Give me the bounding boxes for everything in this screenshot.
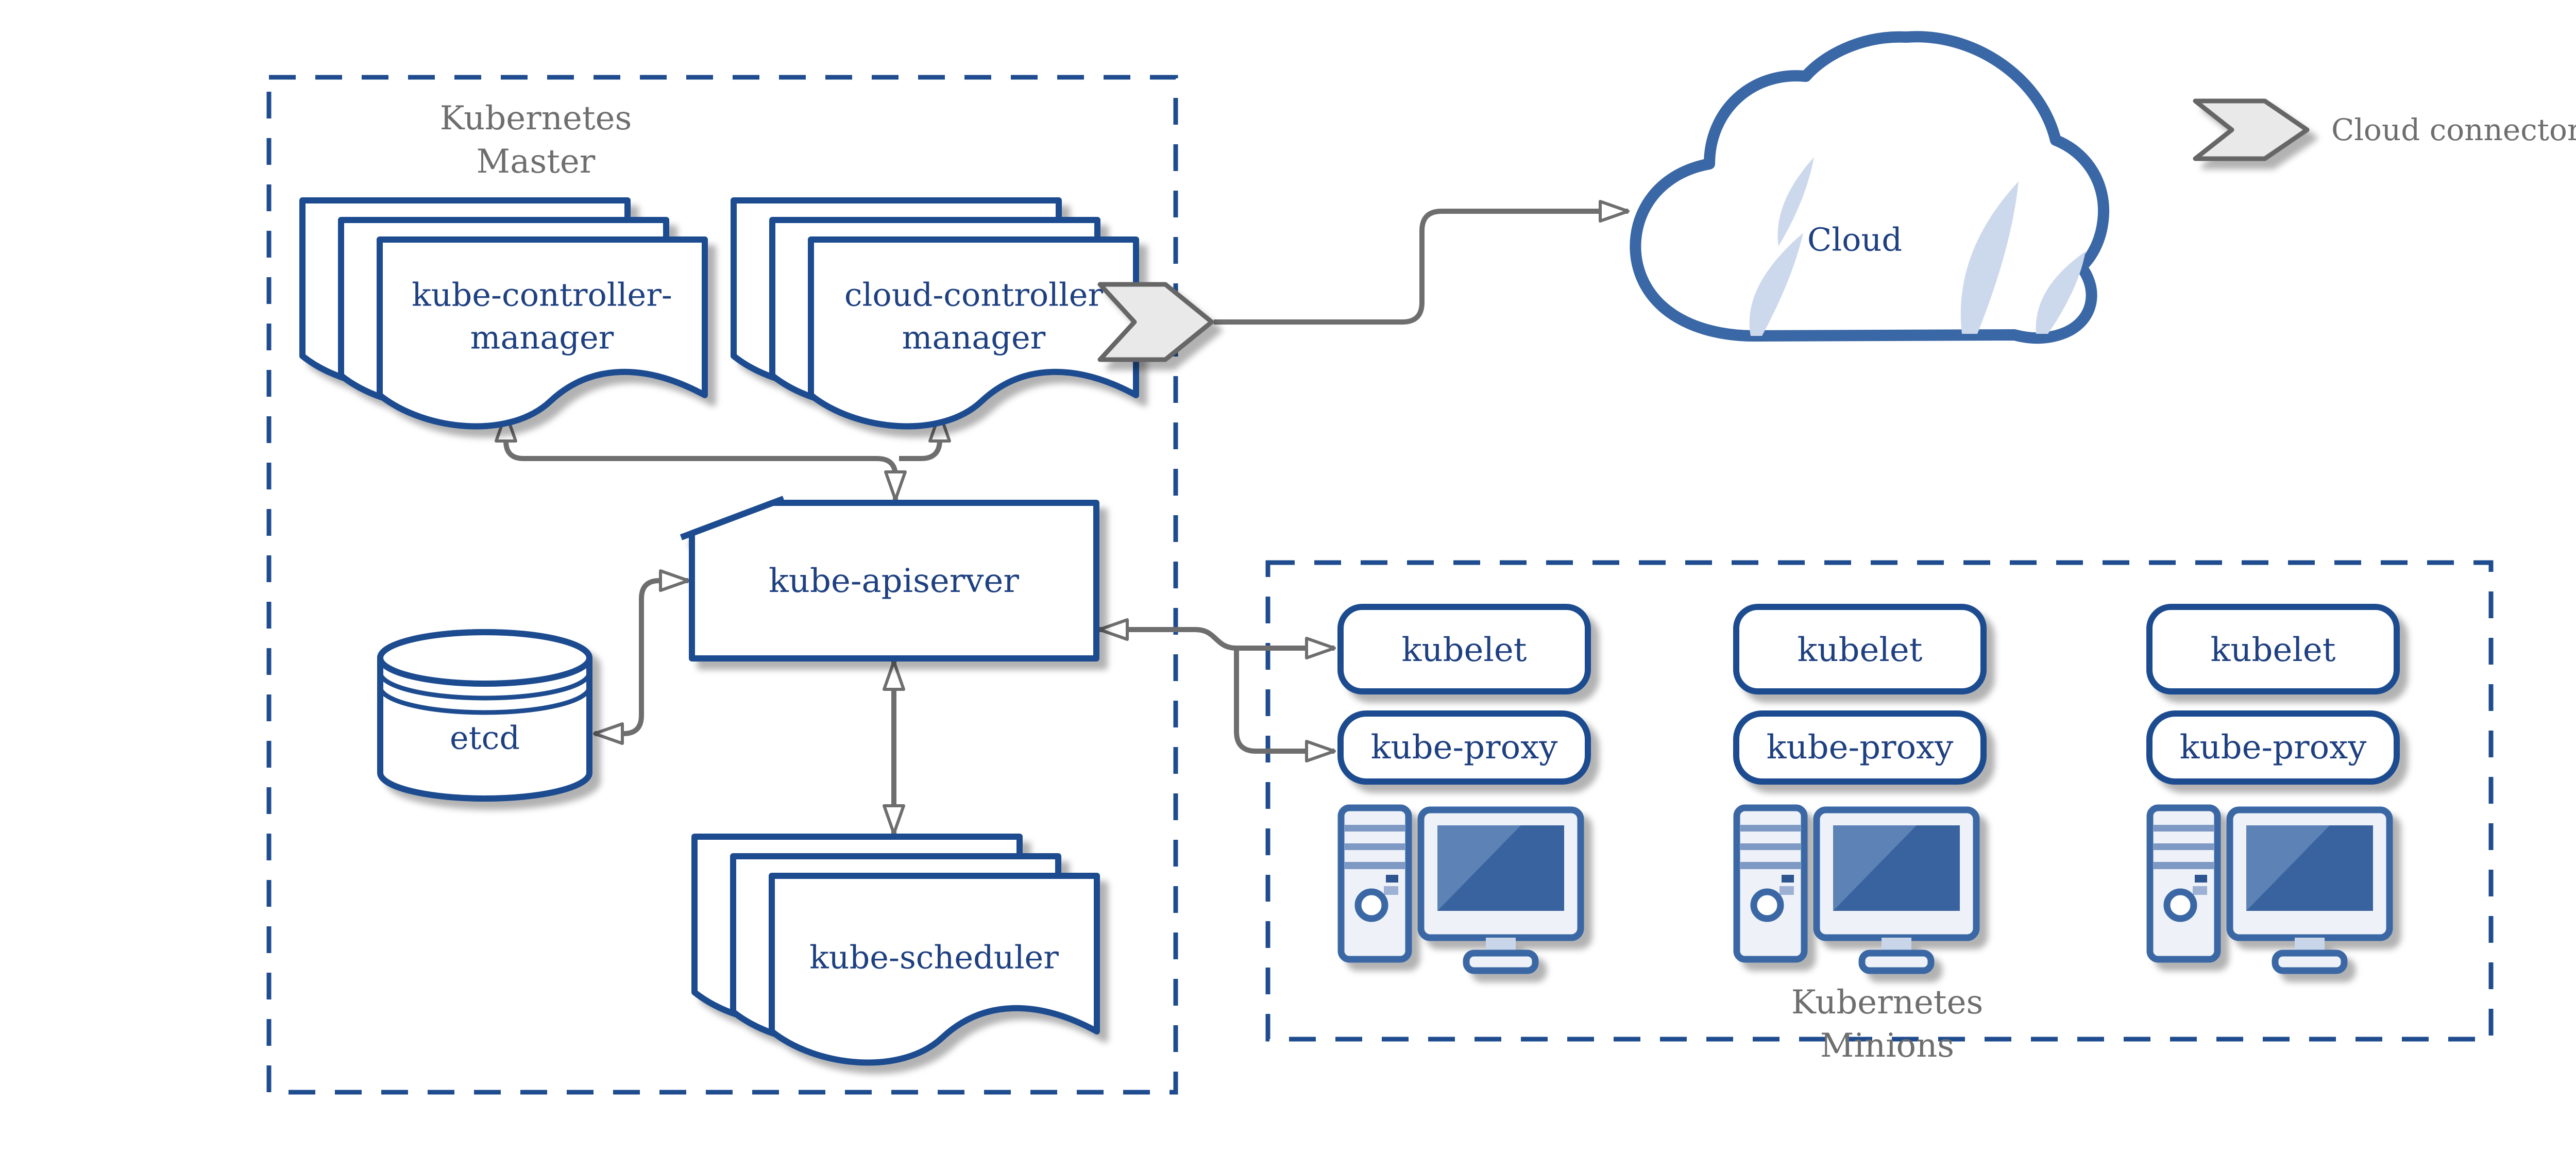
master-region-label-line2: Master <box>477 143 596 181</box>
computer-icon <box>2150 808 2389 971</box>
kubernetes-master-region <box>266 75 1178 1095</box>
cloud-shine <box>1777 157 1814 246</box>
kube-scheduler-label: kube-scheduler <box>809 939 1059 976</box>
kube-controller-manager-label-line2: manager <box>470 319 614 357</box>
connector-arrows <box>495 200 1630 835</box>
arrow-connector-to-cloud <box>1214 200 1630 325</box>
card-corner-fold <box>680 496 785 540</box>
kubelet-label: kubelet <box>1798 631 1923 669</box>
kube-proxy-node <box>2146 710 2400 785</box>
etcd-label: etcd <box>450 719 520 757</box>
minions-region-label-line2: Minions <box>1820 1027 1954 1065</box>
cloud-label: Cloud <box>1807 221 1902 259</box>
document-stack-icon <box>377 236 708 430</box>
kube-proxy-label: kube-proxy <box>1767 728 1954 767</box>
kube-proxy-label: kube-proxy <box>1371 728 1558 767</box>
etcd-node <box>377 629 592 802</box>
kubelet-node <box>1337 604 1591 694</box>
cloud-node <box>1630 31 2110 344</box>
kube-proxy-label: kube-proxy <box>2180 728 2367 767</box>
kube-apiserver-node <box>680 496 1099 662</box>
master-region-label-line1: Kubernetes <box>440 99 632 138</box>
cloud-controller-manager-node <box>731 197 1139 430</box>
kubelet-label: kubelet <box>1402 631 1527 669</box>
arrow-apiserver-to-kubelet <box>1098 618 1336 659</box>
kube-scheduler-node <box>691 834 1100 1066</box>
cloud-shine <box>1749 233 1803 336</box>
arrow-controller-managers-to-apiserver <box>495 412 907 501</box>
cloud-icon <box>1630 31 2110 344</box>
kubelet-label: kubelet <box>2211 631 2336 669</box>
document-stack-icon <box>808 236 1139 430</box>
kube-apiserver-label: kube-apiserver <box>769 562 1019 600</box>
minions-region-label-line1: Kubernetes <box>1791 984 1984 1022</box>
kubelet-node <box>1733 604 1987 694</box>
document-stack-icon <box>769 873 1100 1066</box>
kube-controller-manager-label-line1: kube-controller- <box>412 276 672 314</box>
cloud-connector-icon <box>2193 98 2310 161</box>
cylinder-ring <box>378 672 592 701</box>
cloud-controller-manager-label-line2: manager <box>902 319 1046 357</box>
kubernetes-minions-region <box>1265 560 2494 1042</box>
cloud-connector-icon <box>1097 282 1214 362</box>
kube-proxy-node <box>1733 710 1987 785</box>
computer-icon <box>1341 808 1581 971</box>
legend-cloud-connector-label: Cloud connector <box>2331 112 2576 147</box>
cloud-shine <box>1960 181 2019 334</box>
arrow-etcd-to-apiserver <box>593 569 690 745</box>
kube-controller-manager-node <box>299 197 708 430</box>
cloud-shine <box>2036 251 2086 334</box>
cylinder-top <box>377 629 592 687</box>
arrow-apiserver-to-kube-proxy <box>1234 648 1336 762</box>
kubelet-node <box>2146 604 2400 694</box>
cylinder-ring <box>378 686 592 715</box>
kube-proxy-node <box>1337 710 1591 785</box>
computer-icon <box>1737 808 1976 971</box>
arrow-cloud-controller-junction <box>899 412 951 461</box>
cloud-controller-manager-label-line1: cloud-controller <box>844 276 1104 314</box>
